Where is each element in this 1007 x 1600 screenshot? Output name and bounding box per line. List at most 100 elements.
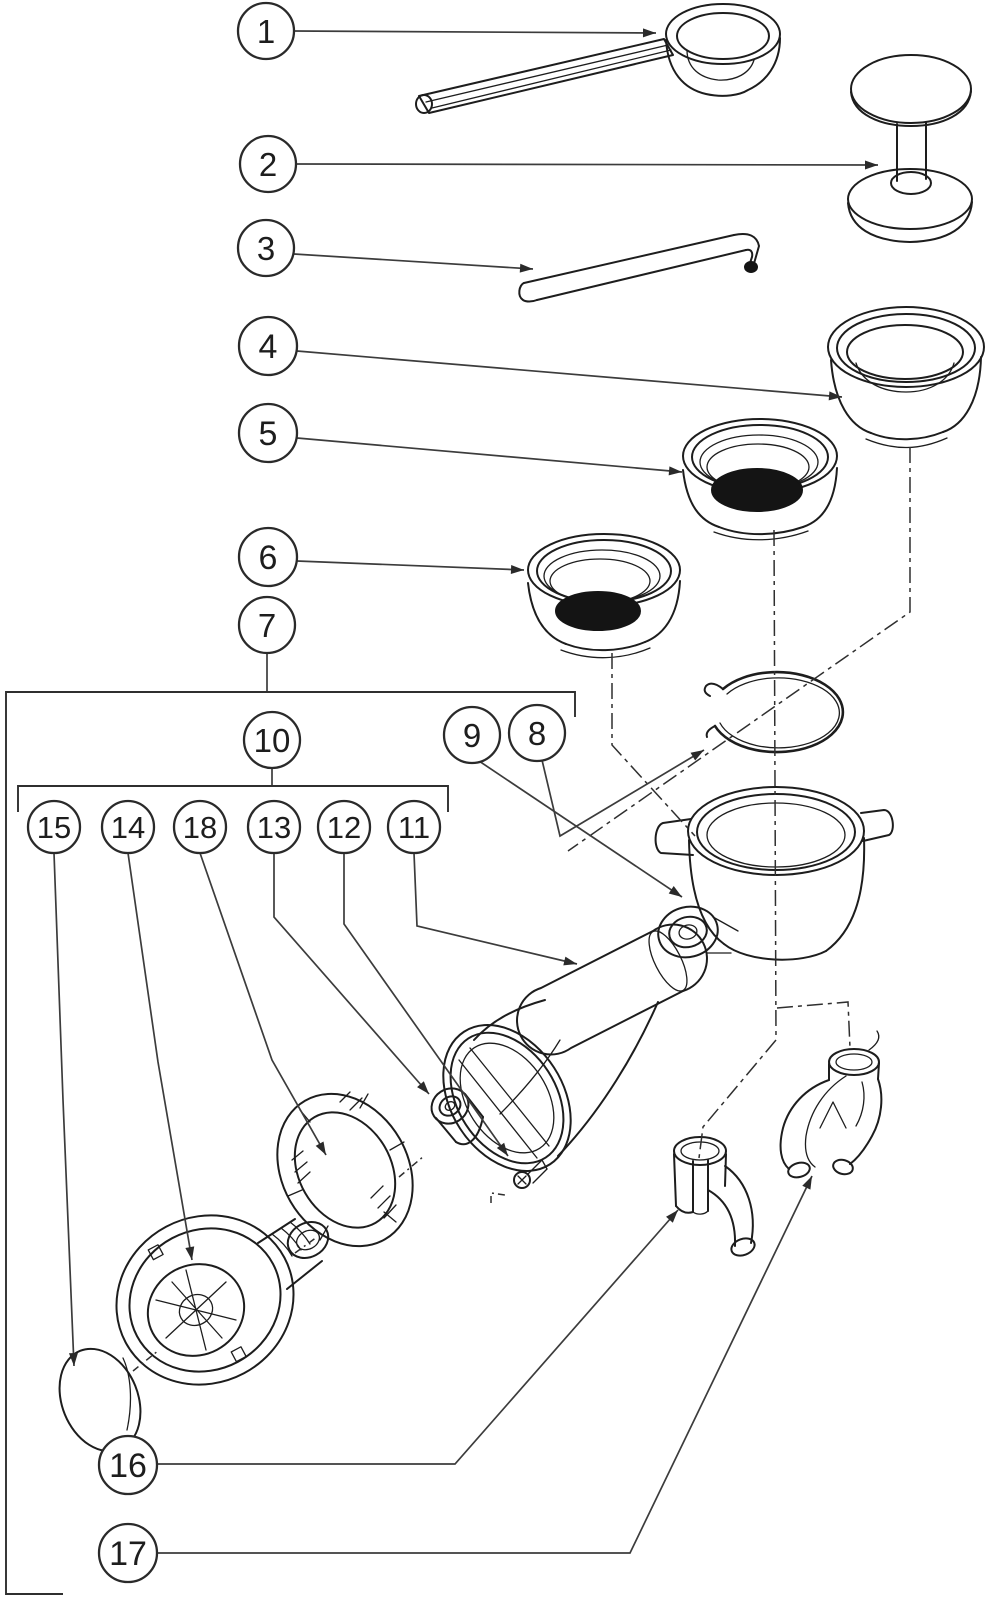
callout-circle-6 (237, 526, 299, 588)
leader-1 (293, 30, 657, 34)
leader-18 (199, 852, 327, 1156)
leader-arrowhead-13 (417, 1081, 429, 1094)
leader-arrowhead-12 (496, 1142, 508, 1156)
axis-basket-small-axis (611, 653, 696, 837)
part-screw (513, 1159, 548, 1189)
part-measuring-scoop (415, 3, 781, 114)
leader-arrowhead-17 (802, 1176, 812, 1190)
callout-circle-10 (242, 710, 302, 770)
callout-17-double-spout: 17 (97, 1522, 159, 1584)
callout-leader-lines (53, 28, 879, 1554)
leader-6 (296, 560, 525, 571)
callout-circle-5 (237, 402, 299, 464)
leader-12 (343, 853, 509, 1157)
callout-number-17: 17 (109, 1535, 147, 1573)
leader-arrowhead-11 (563, 956, 577, 966)
callout-18-dispersion-ring: 18 (172, 799, 228, 855)
callout-circle-12 (316, 799, 372, 855)
axis-main-vertical-axis (773, 529, 777, 1041)
callout-8-spring-clip: 8 (507, 703, 567, 763)
group-bracket-10 (17, 785, 449, 812)
leader-arrowhead-5 (668, 466, 682, 476)
callout-11-handle-grip: 11 (386, 799, 442, 855)
callout-circle-3 (236, 218, 296, 278)
callout-number-18: 18 (183, 810, 217, 845)
callout-13-ring-nut: 13 (246, 799, 302, 855)
callout-circle-17 (97, 1522, 159, 1584)
part-filter-basket-small-full (527, 533, 681, 659)
callout-number-9: 9 (463, 717, 481, 754)
callout-12-screw: 12 (316, 799, 372, 855)
leader-11 (413, 852, 578, 965)
callout-15-blind-disc: 15 (26, 799, 82, 855)
callout-9-portafilter-body: 9 (442, 705, 502, 765)
callout-number-7: 7 (258, 607, 276, 644)
callout-10-handle-assembly-group: 10 (242, 710, 302, 770)
axis-handle-axis-seg-1 (132, 1349, 160, 1372)
callout-circle-14 (100, 799, 156, 855)
leader-15 (53, 852, 75, 1367)
axis-screw-datum (490, 1192, 506, 1203)
callout-number-5: 5 (259, 415, 278, 453)
assembly-axis-lines (132, 447, 911, 1372)
axis-handle-axis-seg-3 (398, 1155, 425, 1178)
leader-arrowhead-2 (864, 160, 878, 170)
callout-number-14: 14 (111, 810, 145, 845)
callout-circle-18 (172, 799, 228, 855)
callout-number-10: 10 (254, 722, 291, 759)
leader-9 (478, 760, 683, 898)
axis-double-spout-axis (776, 1001, 851, 1049)
callout-circle-15 (26, 799, 82, 855)
leader-8 (541, 749, 705, 838)
part-portafilter-body (654, 786, 894, 961)
leader-arrowhead-16 (666, 1210, 678, 1223)
callout-number-11: 11 (398, 810, 430, 845)
leader-13 (273, 853, 430, 1095)
part-filter-basket-medium-full (682, 418, 838, 541)
axis-handle-axis-seg-2 (294, 1236, 318, 1254)
axis-single-spout-axis (698, 1039, 777, 1159)
callout-circle-8 (507, 703, 567, 763)
callout-circle-4 (237, 315, 299, 377)
callout-number-2: 2 (259, 146, 277, 183)
callout-number-16: 16 (109, 1447, 147, 1485)
callout-number-6: 6 (259, 539, 278, 577)
part-single-spout (673, 1136, 756, 1257)
leader-arrowhead-15 (68, 1352, 78, 1366)
callout-14-shower-screen: 14 (100, 799, 156, 855)
part-spring-clip (703, 670, 845, 754)
part-handle (442, 923, 708, 1172)
axis-basket-large-axis (567, 447, 911, 852)
callout-circle-1 (236, 1, 296, 61)
part-ring-nut (430, 1087, 484, 1146)
callout-number-13: 13 (257, 810, 291, 845)
leader-16 (157, 1209, 679, 1465)
callout-circle-16 (97, 1434, 159, 1496)
leader-arrowhead-18 (315, 1141, 326, 1155)
callout-2-tamper: 2 (238, 134, 298, 194)
callout-number-8: 8 (528, 715, 546, 752)
leader-5 (296, 437, 683, 473)
callout-4-filter-basket-large: 4 (237, 315, 299, 377)
leader-2 (295, 163, 879, 166)
callout-circle-7 (237, 595, 297, 655)
leader-arrowhead-4 (828, 391, 842, 401)
part-shower-screen (115, 1214, 330, 1386)
part-dispersion-ring (276, 1091, 414, 1248)
callout-circle-2 (238, 134, 298, 194)
leader-14 (127, 852, 193, 1261)
part-tamper (847, 54, 973, 243)
part-cleaning-tool (518, 233, 760, 303)
part-double-spout (779, 1030, 883, 1179)
callout-1-measuring-scoop: 1 (236, 1, 296, 61)
leader-arrowhead-8 (690, 750, 704, 761)
callout-circle-9 (442, 705, 502, 765)
leader-17 (157, 1175, 813, 1554)
callout-circle-11 (386, 799, 442, 855)
callout-number-1: 1 (257, 13, 275, 50)
leader-arrowhead-14 (185, 1246, 195, 1260)
callout-3-cleaning-tool: 3 (236, 218, 296, 278)
leader-arrowhead-9 (668, 886, 682, 897)
